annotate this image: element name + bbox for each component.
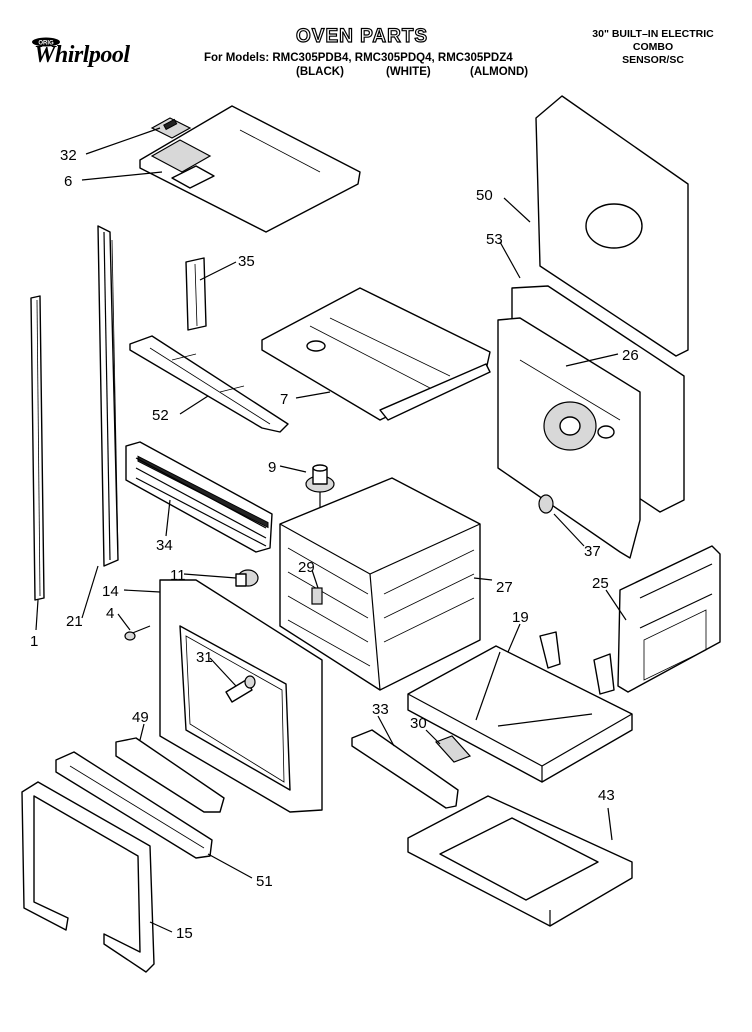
callout-52: 52	[152, 407, 169, 424]
callout-53: 53	[486, 231, 503, 248]
part-1-trim-strip[interactable]	[30, 295, 45, 601]
part-4-screw[interactable]	[124, 625, 151, 641]
callout-49: 49	[132, 709, 149, 726]
color-black: (BLACK)	[296, 66, 344, 78]
logo-badge-icon: ORIG	[32, 37, 60, 47]
callout-34: 34	[156, 537, 173, 554]
part-43-base-pan[interactable]	[407, 795, 633, 927]
callout-25: 25	[592, 575, 609, 592]
callout-29: 29	[298, 559, 315, 576]
callout-50: 50	[476, 187, 493, 204]
callout-6: 6	[64, 173, 72, 190]
part-31-pin[interactable]	[225, 675, 256, 703]
part-29-connector[interactable]	[311, 587, 323, 605]
part-15-gasket[interactable]	[21, 781, 155, 973]
color-white: (WHITE)	[386, 66, 431, 78]
part-51-toe-kick[interactable]	[55, 751, 213, 859]
part-25-side-panel[interactable]	[617, 545, 721, 693]
part-27-oven-cavity[interactable]	[279, 477, 481, 691]
callout-11: 11	[170, 567, 186, 584]
part-6-top-panel[interactable]	[139, 105, 361, 233]
callout-37: 37	[584, 543, 601, 560]
part-9-sensor[interactable]	[305, 464, 335, 530]
callout-51: 51	[256, 873, 273, 890]
part-34-vent-grille[interactable]	[125, 441, 273, 553]
models-line: For Models: RMC305PDB4, RMC305PDQ4, RMC3…	[204, 52, 513, 64]
callout-7: 7	[280, 391, 288, 408]
callout-1: 1	[30, 633, 38, 650]
callout-15: 15	[176, 925, 193, 942]
whirlpool-logo: ORIG Whirlpool	[24, 36, 154, 72]
page-title: OVEN PARTS	[295, 25, 429, 47]
callout-33: 33	[372, 701, 389, 718]
callout-43: 43	[598, 787, 615, 804]
callout-30: 30	[410, 715, 427, 732]
logo-brand: Whirlpool	[34, 42, 130, 68]
part-11-light-socket[interactable]	[235, 569, 259, 587]
callout-4: 4	[106, 605, 114, 622]
part-32-panel-bracket[interactable]	[150, 117, 192, 139]
part-21-side-trim[interactable]	[97, 225, 119, 567]
part-37-clip[interactable]	[538, 494, 554, 514]
callout-35: 35	[238, 253, 255, 270]
callout-31: 31	[196, 649, 213, 666]
color-almond: (ALMOND)	[470, 66, 529, 78]
leader-lines	[35, 127, 627, 933]
part-49-bottom-trim[interactable]	[115, 737, 225, 813]
part-26-fan-assembly[interactable]	[497, 317, 641, 559]
part-52-vent-deflector[interactable]	[129, 335, 289, 433]
part-19-bottom-panel[interactable]	[407, 631, 633, 783]
part-35-bracket[interactable]	[185, 257, 207, 331]
part-33-bracket[interactable]	[351, 729, 459, 809]
part-7-heat-shield[interactable]	[261, 287, 491, 421]
spec-line-3: SENSOR/SC	[622, 54, 684, 66]
callout-14: 14	[102, 583, 119, 600]
callout-26: 26	[622, 347, 639, 364]
part-30-clip[interactable]	[434, 735, 472, 763]
callout-32: 32	[60, 147, 77, 164]
part-50-back-panel[interactable]	[535, 95, 689, 357]
logo-badge-text: ORIG	[38, 41, 54, 47]
callout-27: 27	[496, 579, 513, 596]
callout-9: 9	[268, 459, 276, 476]
spec-line-2: COMBO	[632, 41, 674, 53]
callout-labels: 32 6 35 50 53 26 7 52 9 34 37 11 29 27 2…	[30, 147, 639, 942]
callout-19: 19	[512, 609, 529, 626]
callout-21: 21	[66, 613, 83, 630]
spec-line-1: 30" BUILT–IN ELECTRIC	[592, 28, 714, 40]
